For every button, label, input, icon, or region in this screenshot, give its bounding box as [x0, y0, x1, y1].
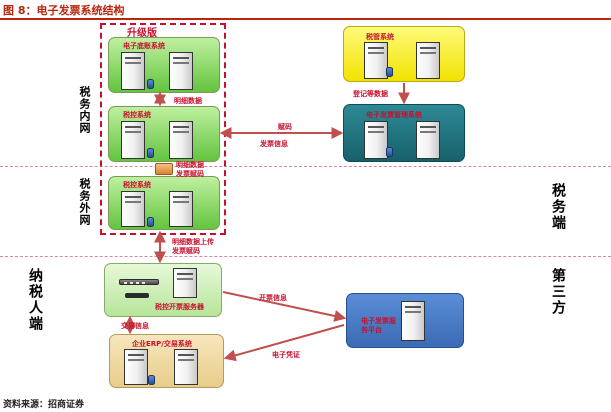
- database-icon: [386, 67, 393, 77]
- billing-server-label: 税控开票服务器: [155, 303, 204, 311]
- server-icon: [364, 121, 388, 159]
- zone-divider-intranet-extranet: [0, 166, 611, 167]
- arrow-service-erp: [223, 324, 345, 362]
- flow-label-assign-code: 赋码: [278, 123, 292, 131]
- server-icon: [169, 121, 193, 159]
- e-invoice-service-label: 电子发票服务平台: [361, 317, 396, 334]
- database-icon: [147, 79, 154, 89]
- billing-server-panel: 税控开票服务器: [104, 263, 222, 317]
- e-base-ledger-system: 电子底账系统: [108, 37, 220, 93]
- switch-port: [136, 282, 139, 284]
- e-invoice-management-system: 电子发票管理系统: [343, 104, 465, 162]
- e-invoice-service-platform: 电子发票服务平台: [346, 293, 464, 348]
- e-invoice-management-label: 电子发票管理系统: [366, 111, 422, 119]
- switch-port: [142, 282, 145, 284]
- server-icon: [416, 121, 440, 159]
- zone-divider-tax-taxpayer: [0, 256, 611, 257]
- flow-label-invoice-info: 发票信息: [260, 140, 288, 148]
- network-switch-icon: [119, 279, 159, 285]
- enterprise-erp-label: 企业ERP/交易系统: [132, 340, 192, 348]
- flow-label-detail-data: 明细数据: [174, 97, 202, 105]
- flow-label-issue-code: 发票赋码: [176, 170, 204, 178]
- e-base-ledger-label: 电子底账系统: [123, 42, 165, 50]
- tax-control-extranet-label: 税控系统: [123, 181, 151, 189]
- arrow-billing-service: [222, 291, 347, 322]
- flow-label-transaction-info: 交易信息: [121, 322, 149, 330]
- flow-label-billing-info: 开票信息: [259, 294, 287, 302]
- switch-port: [130, 282, 133, 284]
- server-icon: [174, 349, 198, 385]
- zone-label-tax-intranet: 税务内网: [78, 86, 91, 134]
- title-rule: [0, 18, 611, 20]
- tax-control-system-extranet: 税控系统: [108, 176, 220, 230]
- source-note: 资料来源：招商证券: [3, 400, 85, 410]
- flow-label-issue-code-2: 发票赋码: [172, 247, 200, 255]
- enterprise-erp-system: 企业ERP/交易系统: [109, 334, 224, 388]
- zone-label-tax-side: 税务端: [550, 183, 566, 231]
- tax-admin-label: 税管系统: [366, 33, 394, 41]
- server-icon: [121, 121, 145, 159]
- figure-title: 图 8：电子发票系统结构: [3, 4, 125, 17]
- database-icon: [147, 217, 154, 227]
- server-icon: [124, 349, 148, 385]
- zone-label-third-party: 第三方: [550, 268, 566, 316]
- flow-label-detail-data-2: 明细数据: [176, 161, 204, 169]
- switch-port: [124, 282, 127, 284]
- database-icon: [148, 375, 155, 385]
- server-icon: [169, 191, 193, 227]
- server-icon: [173, 268, 197, 298]
- flow-label-upload-detail: 明细数据上传: [172, 238, 214, 246]
- zone-label-taxpayer: 纳税人端: [27, 268, 43, 332]
- database-icon: [386, 147, 393, 157]
- upgrade-label: 升级版: [127, 28, 157, 39]
- server-icon: [169, 52, 193, 90]
- server-icon: [416, 42, 440, 79]
- server-icon: [364, 42, 388, 79]
- zone-label-tax-extranet: 税务外网: [78, 178, 91, 226]
- database-icon: [147, 148, 154, 158]
- router-icon: [125, 293, 149, 298]
- server-icon: [401, 301, 425, 341]
- tax-control-intranet-label: 税控系统: [123, 111, 151, 119]
- tax-admin-system: 税管系统: [343, 26, 465, 82]
- flow-label-registration-data: 登记等数据: [353, 90, 388, 98]
- flow-label-e-voucher: 电子凭证: [272, 351, 300, 359]
- server-icon: [121, 52, 145, 90]
- server-icon: [121, 191, 145, 227]
- tax-control-system-intranet: 税控系统: [108, 106, 220, 162]
- gateway-icon: [155, 163, 173, 175]
